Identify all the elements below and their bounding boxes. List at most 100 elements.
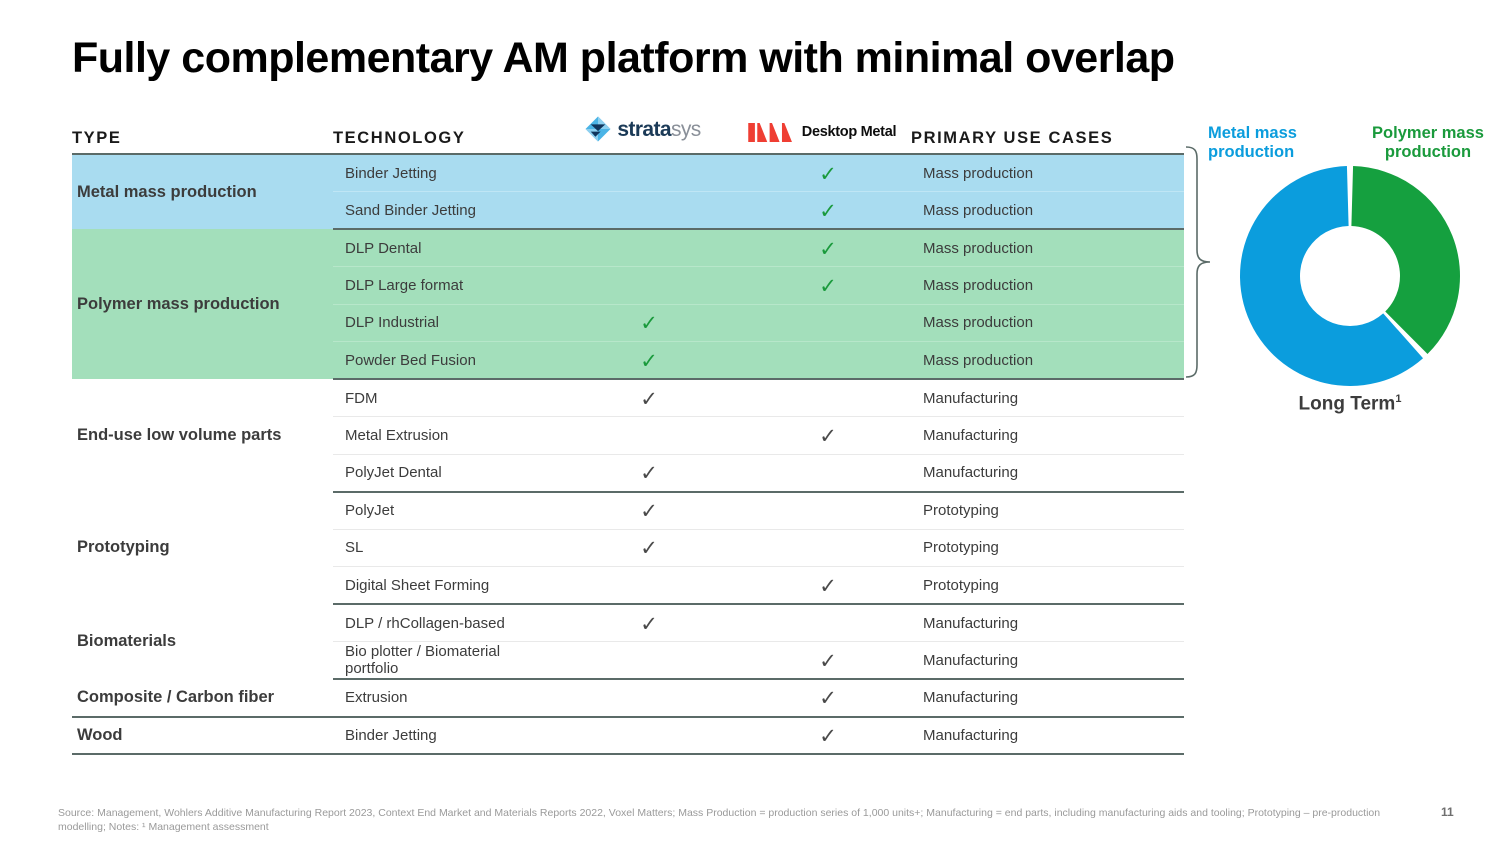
table-row: Powder Bed Fusion✓Mass production	[72, 341, 1184, 380]
desktop-metal-check-cell	[733, 604, 911, 642]
technology-cell: PolyJet Dental	[333, 454, 553, 493]
legend-metal-line2: production	[1208, 142, 1295, 161]
stratasys-check-cell	[553, 416, 733, 455]
checkmark-icon: ✓	[819, 724, 837, 748]
column-header-use-cases: PRIMARY USE CASES	[911, 118, 1184, 154]
use-case-cell: Prototyping	[911, 566, 1184, 605]
technology-cell: Sand Binder Jetting	[333, 191, 553, 230]
legend-polymer-mass-production: Polymer mass production	[1364, 124, 1492, 162]
stratasys-check-cell: ✓	[553, 379, 733, 417]
legend-metal-mass-production: Metal mass production	[1208, 124, 1336, 162]
technology-cell: FDM	[333, 379, 553, 417]
checkmark-icon: ✓	[819, 199, 837, 223]
technology-cell: Digital Sheet Forming	[333, 566, 553, 605]
technology-cell: DLP Large format	[333, 266, 553, 305]
donut-slices	[1240, 165, 1460, 386]
technology-matrix-table: TYPE TECHNOLOGY stratasys	[72, 116, 1184, 755]
desktop-metal-check-cell: ✓	[733, 416, 911, 455]
stratasys-check-cell: ✓	[553, 304, 733, 342]
donut-caption: Long Term1	[1206, 393, 1494, 415]
checkmark-icon: ✓	[640, 612, 658, 636]
desktop-metal-check-cell: ✓	[733, 716, 911, 755]
column-header-stratasys: stratasys	[553, 116, 733, 154]
stratasys-check-cell: ✓	[553, 604, 733, 642]
donut-slice-polymer-mass-production	[1351, 165, 1460, 354]
use-case-cell: Prototyping	[911, 491, 1184, 530]
type-group-label: Composite / Carbon fiber	[72, 679, 333, 718]
desktop-metal-check-cell	[733, 491, 911, 530]
technology-cell: DLP Dental	[333, 229, 553, 267]
use-case-cell: Manufacturing	[911, 716, 1184, 755]
use-case-cell: Manufacturing	[911, 379, 1184, 417]
stratasys-check-cell	[553, 229, 733, 267]
use-case-cell: Manufacturing	[911, 416, 1184, 455]
stratasys-check-cell	[553, 191, 733, 230]
stratasys-word-a: strata	[617, 117, 671, 141]
use-case-cell: Prototyping	[911, 529, 1184, 567]
donut-slice-metal-mass-production	[1240, 165, 1424, 386]
table-row: Digital Sheet Forming ✓ Prototyping	[72, 566, 1184, 605]
use-case-cell: Mass production	[911, 304, 1184, 342]
desktop-metal-check-cell	[733, 341, 911, 380]
use-case-cell: Mass production	[911, 153, 1184, 192]
desktop-metal-bars-icon	[748, 123, 792, 142]
type-group-label: Polymer mass production	[72, 229, 333, 379]
use-case-cell: Mass production	[911, 229, 1184, 267]
source-footnote: Source: Management, Wohlers Additive Man…	[58, 807, 1381, 834]
column-header-technology: TECHNOLOGY	[333, 118, 553, 154]
table-row: DLP Industrial ✓ Mass production	[72, 304, 1184, 342]
technology-cell: Powder Bed Fusion	[333, 341, 553, 380]
technology-cell: Binder Jetting	[333, 716, 553, 755]
use-case-cell: Manufacturing	[911, 604, 1184, 642]
column-header-desktop-metal: Desktop Metal	[733, 118, 911, 154]
donut-caption-superscript: 1	[1395, 392, 1402, 405]
checkmark-icon: ✓	[819, 687, 837, 711]
technology-cell: DLP Industrial	[333, 304, 553, 342]
stratasys-check-cell	[553, 566, 733, 605]
stratasys-diamond-icon	[585, 116, 611, 142]
technology-cell: Metal Extrusion	[333, 416, 553, 455]
checkmark-icon: ✓	[640, 462, 658, 485]
use-case-cell: Mass production	[911, 266, 1184, 305]
stratasys-word-b: sys	[670, 117, 701, 141]
stratasys-check-cell	[553, 641, 733, 680]
checkmark-icon: ✓	[640, 312, 658, 336]
type-group-label: Biomaterials	[72, 604, 333, 679]
legend-metal-line1: Metal mass	[1208, 124, 1297, 142]
desktop-metal-check-cell: ✓	[733, 191, 911, 230]
checkmark-icon: ✓	[819, 237, 837, 261]
desktop-metal-check-cell: ✓	[733, 153, 911, 192]
checkmark-icon: ✓	[819, 162, 837, 186]
legend-polymer-line1: Polymer mass	[1372, 124, 1484, 142]
stratasys-check-cell	[553, 679, 733, 718]
checkmark-icon: ✓	[819, 424, 837, 448]
donut-chart	[1240, 165, 1460, 386]
desktop-metal-check-cell: ✓	[733, 229, 911, 267]
checkmark-icon: ✓	[819, 274, 837, 298]
table-row: Sand Binder Jetting✓Mass production	[72, 191, 1184, 230]
desktop-metal-wordmark: Desktop Metal	[801, 124, 897, 141]
table-row: DLP Large format ✓ Mass production	[72, 266, 1184, 305]
checkmark-icon: ✓	[640, 537, 658, 561]
table-row: Metal Extrusion ✓ Manufacturing	[72, 416, 1184, 455]
stratasys-check-cell	[553, 153, 733, 192]
checkmark-icon: ✓	[819, 574, 837, 598]
technology-cell: Extrusion	[333, 679, 553, 718]
stratasys-check-cell: ✓	[553, 491, 733, 530]
desktop-metal-check-cell	[733, 454, 911, 493]
desktop-metal-check-cell: ✓	[733, 566, 911, 605]
desktop-metal-check-cell: ✓	[733, 641, 911, 680]
page-number: 11	[1441, 805, 1454, 819]
type-group-label: Wood	[72, 716, 333, 755]
use-case-cell: Manufacturing	[911, 641, 1184, 680]
type-group-label: Prototyping	[72, 491, 333, 604]
desktop-metal-logo: Desktop Metal	[748, 123, 897, 142]
